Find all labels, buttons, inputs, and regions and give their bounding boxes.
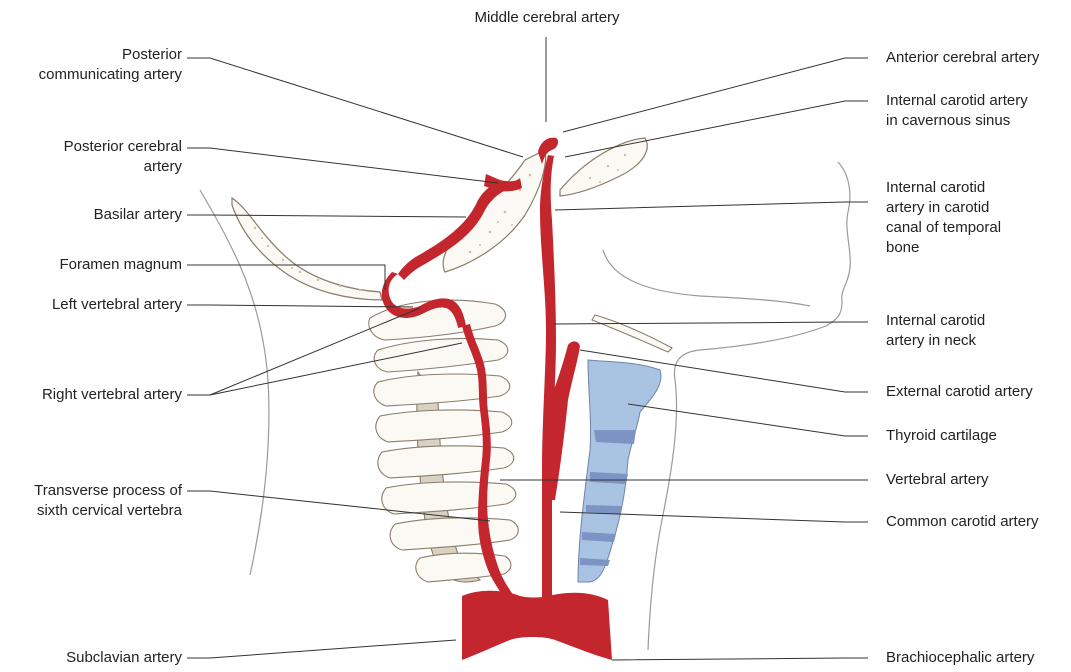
label-left-vertebral-artery: Left vertebral artery: [0, 295, 182, 315]
label-posterior-cerebral-artery: Posterior cerebral artery: [0, 137, 182, 177]
label-basilar-artery: Basilar artery: [0, 205, 182, 225]
occipital-bone: [232, 198, 382, 300]
label-external-carotid-artery: External carotid artery: [886, 382, 1033, 402]
hyoid-bone: [592, 315, 672, 352]
label-right-vertebral-artery: Right vertebral artery: [0, 385, 182, 405]
label-posterior-communicating-artery: Posterior communicating artery: [0, 45, 182, 85]
label-anterior-cerebral-artery: Anterior cerebral artery: [886, 48, 1039, 68]
label-subclavian-artery: Subclavian artery: [0, 648, 182, 668]
label-internal-carotid-cavernous: Internal carotid artery in cavernous sin…: [886, 91, 1028, 131]
skin-outline: [200, 162, 850, 650]
larynx-trachea: [578, 360, 661, 582]
petrous-temporal-bone: [443, 150, 545, 272]
label-foramen-magnum: Foramen magnum: [0, 255, 182, 275]
label-vertebral-artery: Vertebral artery: [886, 470, 989, 490]
leader-lines: [187, 37, 868, 660]
label-thyroid-cartilage: Thyroid cartilage: [886, 426, 997, 446]
label-middle-cerebral-artery: Middle cerebral artery: [440, 8, 654, 28]
cervical-spine: [369, 300, 518, 582]
label-internal-carotid-canal: Internal carotid artery in carotid canal…: [886, 178, 1001, 258]
sphenoid-bone: [560, 138, 647, 196]
label-transverse-process: Transverse process of sixth cervical ver…: [0, 481, 182, 521]
label-internal-carotid-neck: Internal carotid artery in neck: [886, 311, 985, 351]
label-brachiocephalic-artery: Brachiocephalic artery: [886, 648, 1034, 668]
label-common-carotid-artery: Common carotid artery: [886, 512, 1039, 532]
